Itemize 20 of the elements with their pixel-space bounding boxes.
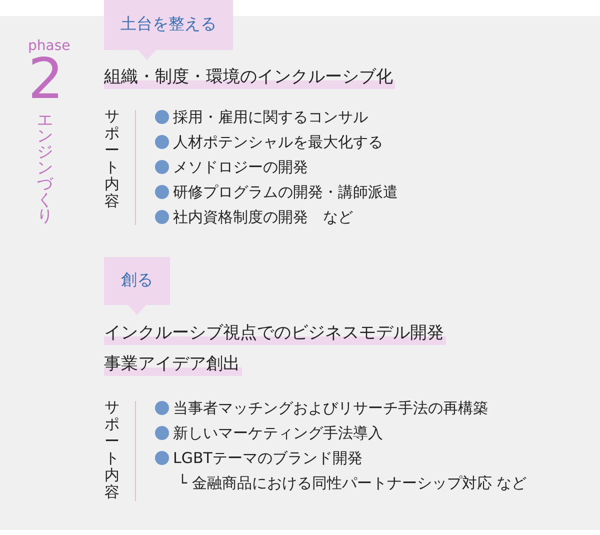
list-item: 社内資格制度の開発 など — [173, 207, 353, 227]
tag-text: 土台を整える — [120, 14, 218, 35]
list-item: LGBTテーマのブランド開発 — [173, 448, 362, 468]
phase-label: phase — [28, 38, 70, 54]
phase-title: エンジンづくり — [36, 112, 54, 224]
tag-callout — [104, 257, 170, 315]
list-item: 採用・雇用に関するコンサル — [173, 107, 368, 127]
heading: 組織・制度・環境のインクルーシブ化 — [104, 65, 395, 89]
list-item: 新しいマーケティング手法導入 — [173, 423, 383, 443]
heading: 事業アイデア創出 — [104, 352, 242, 376]
tag-callout — [104, 0, 233, 60]
list-item: 人材ポテンシャルを最大化する — [173, 132, 383, 152]
list-item: 研修プログラムの開発・講師派遣 — [173, 182, 398, 202]
tag-text: 創る — [120, 270, 154, 291]
support-heading: サポート内容 — [104, 108, 120, 210]
list-item: 当事者マッチングおよびリサーチ手法の再構築 — [173, 398, 488, 418]
heading: インクルーシブ視点でのビジネスモデル開発 — [104, 321, 446, 345]
list-item: メソドロジーの開発 — [173, 157, 308, 177]
list-item: └ 金融商品における同性パートナーシップ対応 など — [178, 473, 527, 493]
support-heading: サポート内容 — [104, 399, 120, 501]
